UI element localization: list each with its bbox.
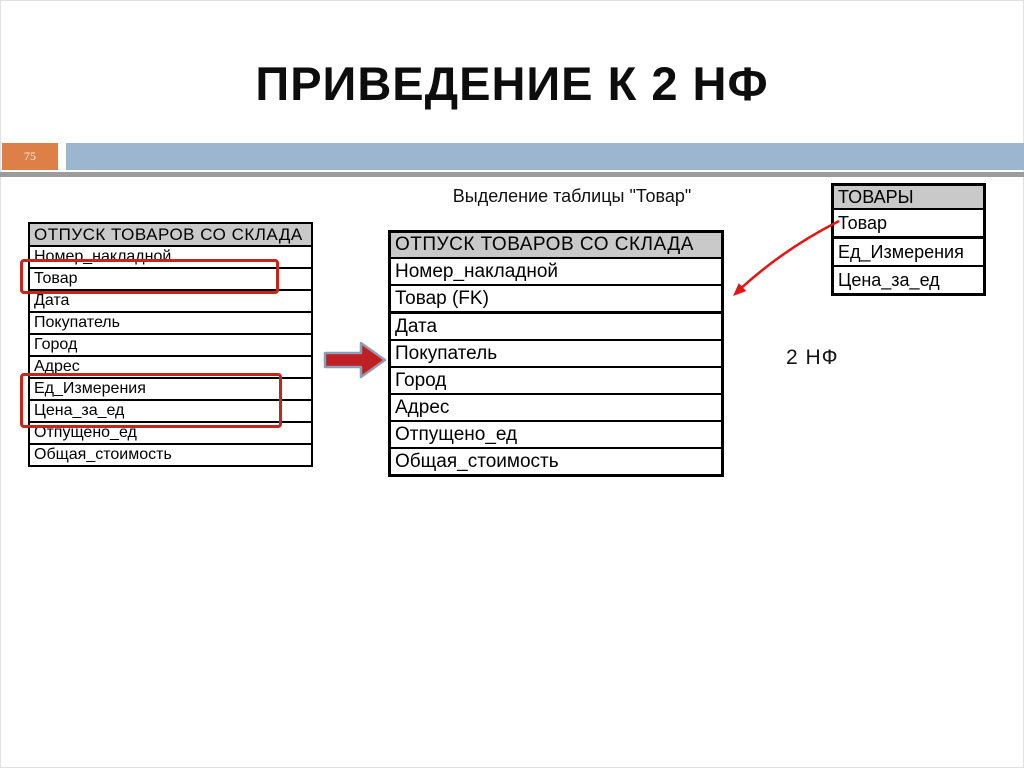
table-row: Цена_за_ед <box>834 267 983 293</box>
table-row: Покупатель <box>391 341 721 368</box>
page-number: 75 <box>24 149 36 163</box>
right-table: ТОВАРЫ Товар Ед_Измерения Цена_за_ед <box>831 183 986 296</box>
header-bar <box>66 143 1024 170</box>
table-row: Общая_стоимость <box>30 445 311 465</box>
table-row: Дата <box>391 314 721 341</box>
diagram-caption: Выделение таблицы "Товар" <box>452 186 692 206</box>
middle-table-header: ОТПУСК ТОВАРОВ СО СКЛАДА <box>391 233 721 259</box>
table-row-key: Товар <box>834 210 983 239</box>
highlight-box-tovar <box>20 259 279 294</box>
table-row: Отпущено_ед <box>391 422 721 449</box>
table-row: Товар <box>30 269 311 291</box>
table-row: Общая_стоимость <box>391 449 721 474</box>
table-row: Адрес <box>391 395 721 422</box>
right-table-header: ТОВАРЫ <box>834 186 983 210</box>
table-row: Отпущено_ед <box>30 423 311 445</box>
table-row: Дата <box>30 291 311 313</box>
table-row: Ед_Измерения <box>30 379 311 401</box>
table-row: Ед_Измерения <box>834 239 983 267</box>
table-row: Город <box>391 368 721 395</box>
highlight-box-ed-izmereniya-cena <box>20 373 282 428</box>
slide-title: ПРИВЕДЕНИЕ К 2 НФ <box>255 57 769 110</box>
page-number-badge: 75 <box>2 143 58 170</box>
table-row: Цена_за_ед <box>30 401 311 423</box>
table-row: Номер_накладной <box>391 259 721 286</box>
header-divider <box>0 172 1024 177</box>
middle-table: ОТПУСК ТОВАРОВ СО СКЛАДА Номер_накладной… <box>388 230 724 477</box>
table-row: Город <box>30 335 311 357</box>
left-table-header: ОТПУСК ТОВАРОВ СО СКЛАДА <box>30 224 311 247</box>
table-row-fk: Товар (FK) <box>391 286 721 314</box>
table-row: Покупатель <box>30 313 311 335</box>
nf-label: 2 НФ <box>786 346 839 369</box>
transform-arrow-icon <box>323 341 387 379</box>
